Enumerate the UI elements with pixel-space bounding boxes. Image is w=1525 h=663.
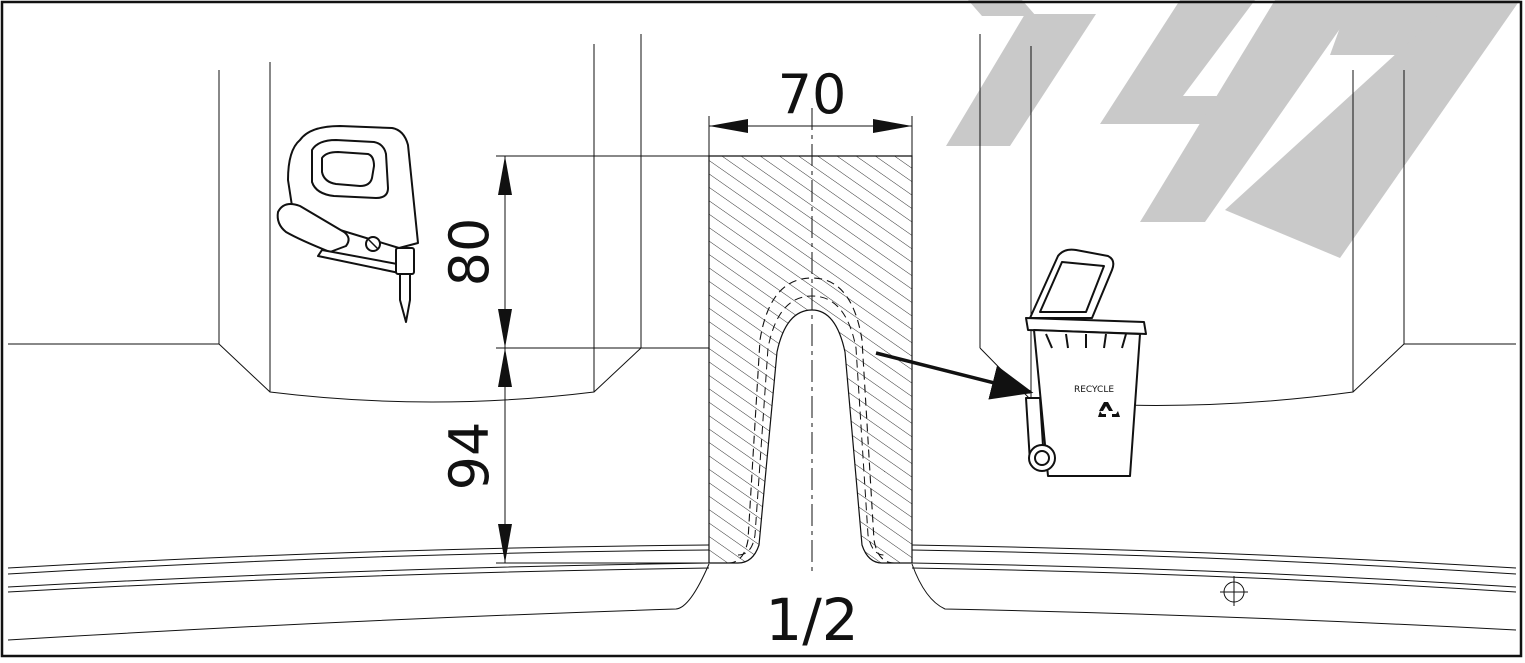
height-dimensions <box>496 155 709 564</box>
watermark-logo <box>946 0 1520 258</box>
width-dimension-label: 70 <box>778 63 847 126</box>
hatched-cutout-area <box>708 155 913 564</box>
center-fraction-label: 1/2 <box>765 586 858 654</box>
recycle-symbol-icon <box>1098 402 1120 417</box>
width-dimension <box>708 116 913 156</box>
disposal-arrow <box>875 351 1034 400</box>
recycle-bin-icon <box>1025 248 1147 477</box>
lower-height-label: 94 <box>438 422 501 491</box>
jigsaw-icon <box>276 125 419 323</box>
upper-height-label: 80 <box>438 218 501 287</box>
background-profile <box>7 34 1517 641</box>
recycle-bin-text: RECYCLE <box>1074 385 1114 395</box>
crosshair-icon <box>1220 576 1248 606</box>
slot-dashed-outline <box>727 277 895 564</box>
